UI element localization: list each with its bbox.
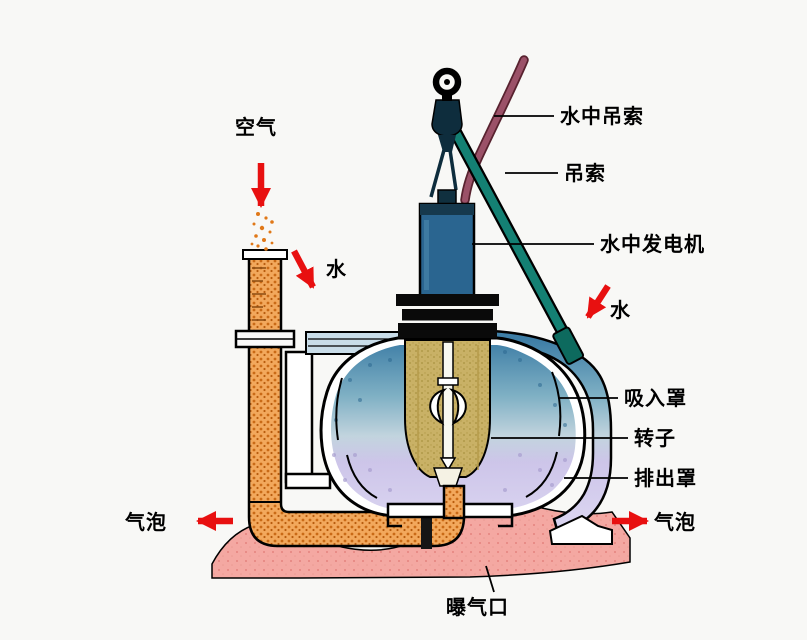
- label-water-left: 水: [326, 257, 347, 281]
- leader-aeration-port: [485, 565, 495, 593]
- casing-contour-lines: [335, 371, 562, 499]
- label-underwater-generator: 水中发电机: [600, 232, 705, 256]
- pipe-riser-end: [442, 484, 466, 520]
- label-aeration-port: 曝气口: [446, 595, 509, 619]
- eye-pin: [442, 93, 452, 101]
- outer-shell-right: [489, 329, 613, 545]
- guide-foot: [284, 472, 332, 490]
- impeller-blade-right: [448, 388, 467, 426]
- rotor-assembly: [429, 341, 467, 487]
- water-arrow-right: [585, 284, 611, 319]
- lift-leg-left: [429, 149, 446, 198]
- flow-arrows: [196, 163, 649, 531]
- pipe-tick-marks: [252, 267, 266, 321]
- discharge-speckles: [332, 453, 567, 492]
- rotor-shaft: [442, 341, 454, 459]
- pipe-flange: [234, 329, 296, 349]
- power-cable: [460, 55, 529, 205]
- lift-leg-right: [448, 149, 458, 191]
- mounting-flanges: [396, 294, 499, 338]
- label-suction-cover: 吸入罩: [624, 386, 687, 410]
- submersible-motor: [418, 189, 476, 298]
- leader-lines: [472, 115, 628, 593]
- guide-leg: [284, 350, 314, 484]
- pipe-top-rim: [242, 249, 288, 260]
- label-bubble-right: 气泡: [653, 510, 696, 534]
- label-bubble-left: 气泡: [124, 510, 167, 534]
- label-air: 空气: [235, 115, 277, 139]
- rotor-tip: [439, 457, 457, 472]
- impeller-blade-left: [429, 388, 448, 426]
- label-rotor: 转子: [634, 426, 676, 450]
- motor-top-band: [420, 204, 474, 215]
- sling-rod: [442, 113, 585, 365]
- labels: 空气 水 水中吊索 吊索 水中发电机 水 吸入罩 转子 排出罩 气泡 气泡 曝气…: [124, 104, 705, 619]
- water-arrow-left: [291, 249, 316, 289]
- label-underwater-sling: 水中吊索: [560, 104, 644, 128]
- label-discharge-cover: 排出罩: [634, 466, 697, 490]
- rotor-collar: [437, 377, 459, 386]
- motor-highlight: [424, 220, 429, 290]
- shackle-taper: [438, 135, 456, 152]
- label-water-right: 水: [610, 298, 631, 322]
- label-sling: 吊索: [564, 161, 606, 185]
- air-spray-dots: [250, 212, 274, 251]
- pipe-coupling-band: [421, 509, 432, 549]
- shell-foot-right: [548, 514, 613, 545]
- lifting-eye-center: [444, 79, 450, 85]
- shackle: [431, 99, 463, 137]
- lifting-gear: [429, 67, 463, 198]
- sling-rod-tip: [552, 326, 585, 365]
